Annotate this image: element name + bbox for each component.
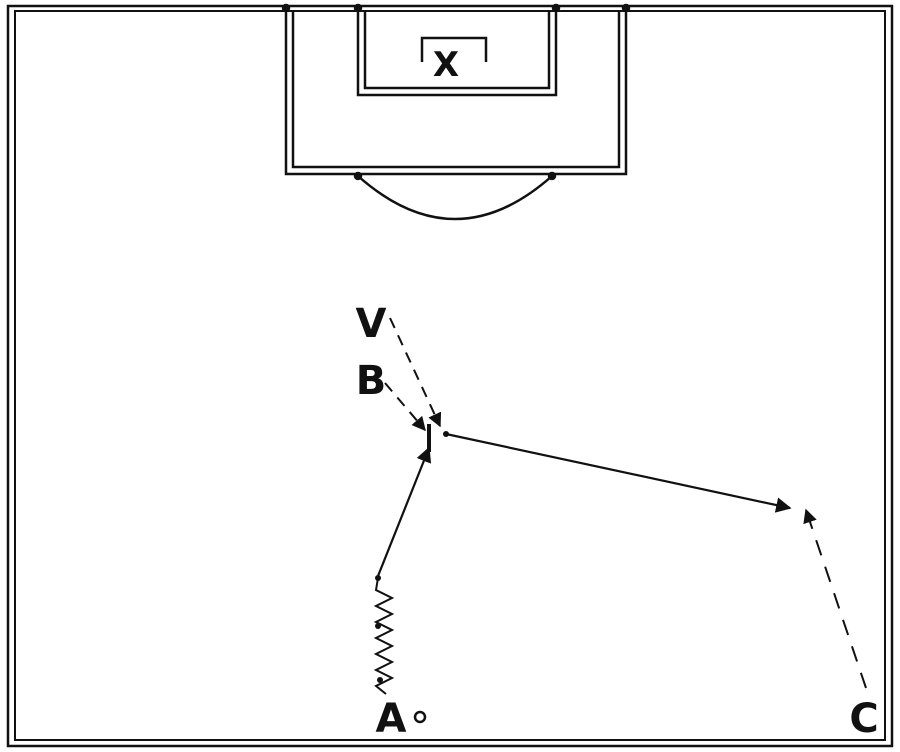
goal-area (353, 3, 561, 97)
pass-a-to-b-arrow (376, 446, 432, 577)
ball-icon (413, 710, 427, 724)
penalty-area (281, 3, 631, 176)
player-c-run-arrow (803, 508, 867, 689)
player-v-run-arrow (389, 317, 442, 428)
player-c-label: C (849, 696, 878, 742)
dribble-points (375, 575, 383, 683)
player-b-run-arrow (384, 382, 426, 432)
pass-start-point (443, 431, 449, 437)
player-a-label: A (376, 696, 407, 742)
player-b-label: B (356, 358, 387, 404)
pass-to-c-arrow (445, 432, 792, 513)
penalty-arc (353, 171, 557, 221)
player-v-label: V (356, 301, 387, 347)
player-a-dribble-path (373, 577, 395, 695)
goalkeeper-label: X (433, 45, 459, 85)
field-boundary (6, 4, 894, 748)
goalkeeper-bracket (420, 36, 488, 62)
